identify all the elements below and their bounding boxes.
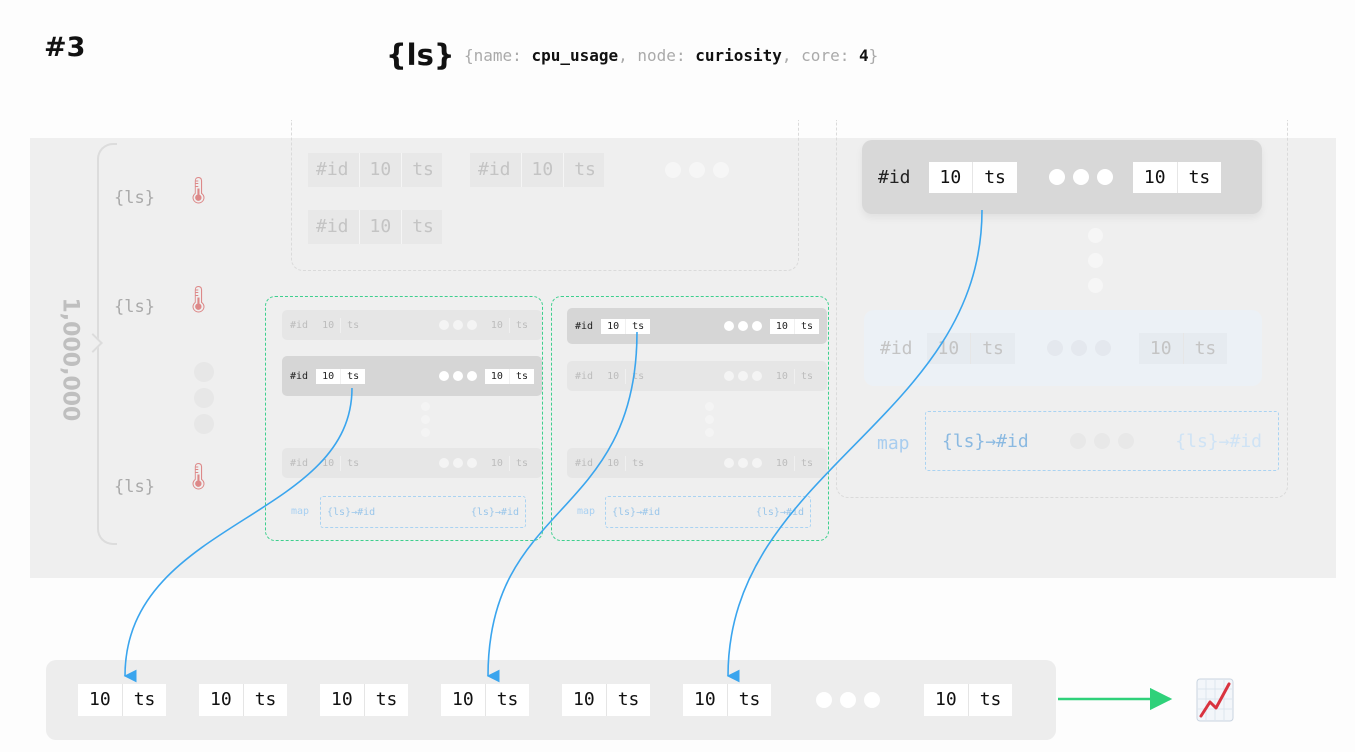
ellipsis-dot [194, 362, 214, 382]
chart-increasing-icon [1196, 678, 1234, 722]
series-labels: {name: cpu_usage, node: curiosity, core:… [464, 46, 879, 65]
label-map: {ls}→#id{ls}→#id [320, 496, 526, 528]
thermometer-icon: 🌡 [182, 285, 216, 315]
ellipsis-dots [816, 692, 880, 708]
label-set-3: {ls} [114, 477, 155, 497]
label-set-1: {ls} [114, 188, 155, 208]
ellipsis-dot [194, 388, 214, 408]
node-value: curiosity [695, 46, 782, 65]
ellipsis-dots [1088, 228, 1103, 293]
label-map: {ls}→#id{ls}→#id [605, 496, 811, 528]
slide-number: #3 [44, 32, 86, 63]
thermometer-icon: 🌡 [182, 462, 216, 492]
map-label: map [877, 433, 910, 454]
label-map: {ls}→#id {ls}→#id [925, 411, 1279, 471]
ellipsis-dots [421, 402, 430, 437]
query-result-bar [46, 660, 1056, 740]
map-label: map [291, 506, 310, 517]
series-count: 1,000,000 [57, 297, 83, 422]
map-label: map [577, 506, 596, 517]
series-id: #id [878, 166, 911, 188]
ellipsis-dots [665, 162, 729, 178]
core-value: 4 [858, 46, 869, 65]
label-set-2: {ls} [114, 297, 155, 317]
ellipsis-dot [194, 414, 214, 434]
faded-block [291, 120, 799, 271]
thermometer-icon: 🌡 [182, 176, 216, 206]
ellipsis-dots [705, 402, 714, 437]
name-value: cpu_usage [531, 46, 619, 65]
label-set-title: {ls} [386, 38, 455, 72]
